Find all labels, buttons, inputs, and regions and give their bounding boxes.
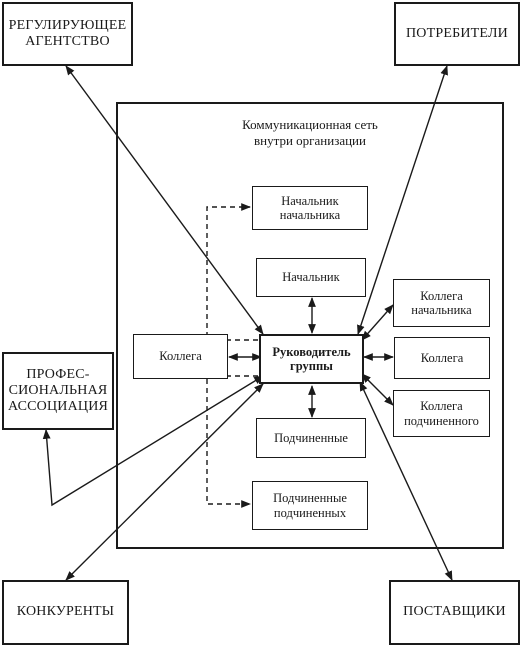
box-colleague-of-boss: Коллега начальника [393, 279, 490, 327]
label-group-leader: Руководитель группы [272, 344, 351, 373]
label-competitors: КОНКУРЕНТЫ [16, 604, 115, 620]
label-suppliers: ПОСТАВЩИКИ [403, 604, 506, 620]
label-consumers: ПОТРЕБИТЕЛИ [406, 25, 508, 41]
label-boss: Начальник [282, 270, 340, 285]
box-boss-of-boss: Начальник начальника [252, 186, 368, 230]
arrow-colleague-of-subordinate [361, 373, 394, 406]
network-caption: Коммуникационная сеть внутри организации [242, 117, 378, 149]
box-professional-association: ПРОФЕС- СИОНАЛЬНАЯ АССОЦИАЦИЯ [2, 352, 114, 430]
dashed-arrow-subordinates-of-subordinates [206, 375, 258, 508]
label-regulatory-agency: РЕГУЛИРУЮЩЕЕ АГЕНТСТВО [8, 17, 127, 49]
label-boss-of-boss: Начальник начальника [279, 193, 341, 222]
label-subordinates-of-subordinates: Подчиненные подчиненных [273, 491, 347, 520]
box-colleague-of-subordinate: Коллега подчиненного [393, 390, 490, 437]
label-colleague-of-boss: Коллега начальника [411, 288, 472, 317]
arrow-competitors [65, 383, 264, 581]
arrow-regulatory-agency [65, 65, 264, 335]
box-group-leader: Руководитель группы [259, 334, 364, 384]
label-colleague-right: Коллега [420, 350, 464, 365]
arrow-colleague-of-boss [361, 304, 394, 341]
dashed-arrow-boss-of-boss [206, 203, 258, 341]
box-consumers: ПОТРЕБИТЕЛИ [394, 2, 520, 66]
box-colleague-right: Коллега [394, 337, 490, 379]
organization-frame [116, 102, 504, 549]
label-colleague-of-subordinate: Коллега подчиненного [404, 399, 479, 428]
box-suppliers: ПОСТАВЩИКИ [389, 580, 520, 645]
label-subordinates: Подчиненные [274, 430, 348, 445]
label-colleague-left: Коллега [159, 349, 202, 364]
arrow-consumers [357, 65, 448, 335]
box-colleague-left: Коллега [133, 334, 228, 379]
box-boss: Начальник [256, 258, 366, 297]
box-regulatory-agency: РЕГУЛИРУЮЩЕЕ АГЕНТСТВО [2, 2, 133, 66]
box-subordinates-of-subordinates: Подчиненные подчиненных [252, 481, 368, 530]
label-professional-association: ПРОФЕС- СИОНАЛЬНАЯ АССОЦИАЦИЯ [7, 366, 109, 415]
box-subordinates: Подчиненные [256, 418, 366, 458]
box-competitors: КОНКУРЕНТЫ [2, 580, 129, 645]
